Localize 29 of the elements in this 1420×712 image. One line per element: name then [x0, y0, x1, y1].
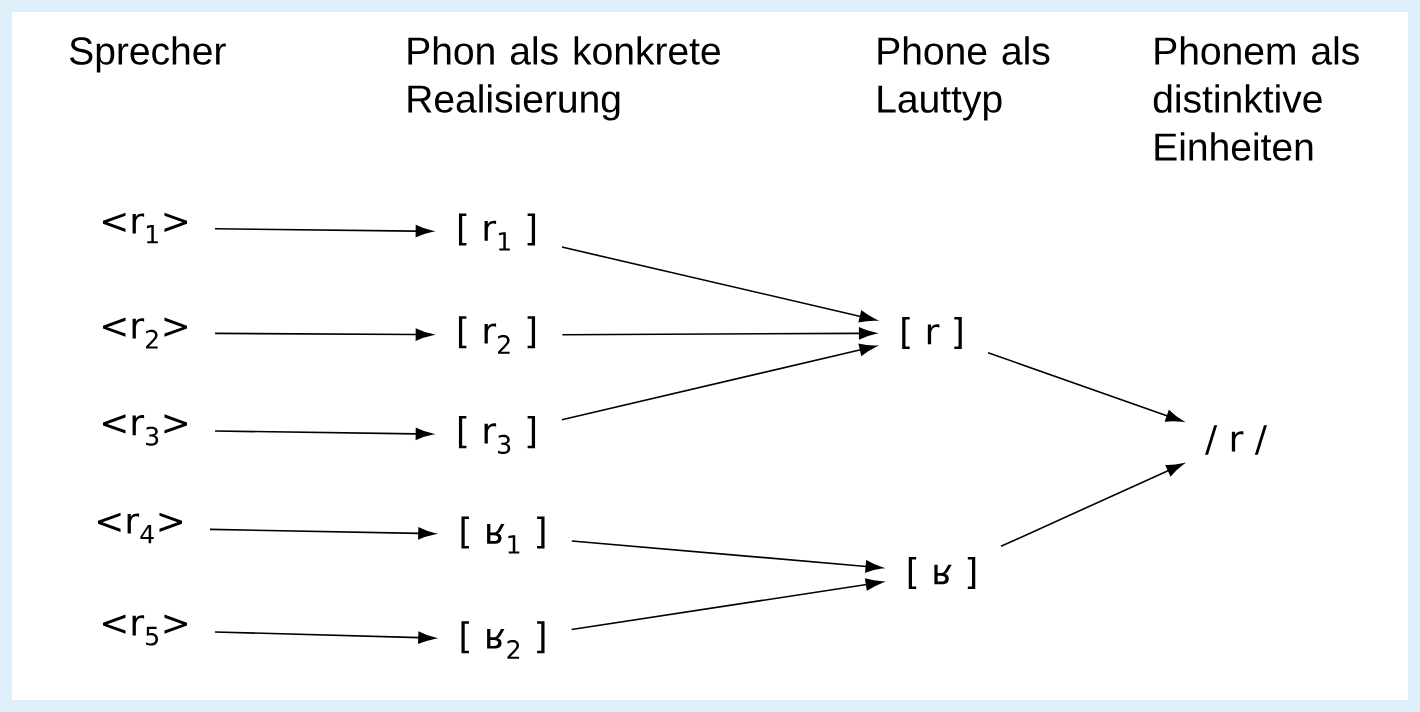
symbol-label: [ ʁ$_{2}$ ] — [461, 621, 545, 659]
arrow — [209, 527, 436, 540]
arrow — [561, 246, 877, 323]
arrow — [570, 578, 883, 631]
arrow — [214, 631, 436, 644]
symbol-label: [ ʁ ] — [908, 556, 976, 590]
symbol-label: <r$_{5}$> — [103, 614, 187, 646]
symbol-label: [ r$_{3}$ ] — [458, 416, 536, 454]
symbol-label: / r / — [1205, 425, 1267, 455]
arrow — [214, 427, 433, 440]
arrow — [561, 327, 876, 340]
column-heading: Phonem als distinktive Einheiten — [1153, 36, 1359, 161]
symbol-label: <r$_{1}$> — [103, 212, 187, 244]
column-heading: Phon als konkrete Realisierung — [408, 36, 720, 121]
symbol-label: [ r ] — [902, 316, 962, 350]
arrow — [570, 540, 883, 573]
symbol-label: <r$_{4}$> — [98, 512, 182, 544]
arrow — [1000, 463, 1184, 548]
symbol-label: <r$_{3}$> — [103, 414, 187, 446]
column-heading: Sprecher — [70, 36, 226, 73]
arrow — [214, 225, 433, 238]
arrow — [987, 351, 1183, 422]
symbol-label: [ r$_{2}$ ] — [458, 316, 536, 354]
symbol-label: [ ʁ$_{1}$ ] — [461, 516, 545, 554]
arrow — [214, 328, 433, 341]
symbol-label: <r$_{2}$> — [103, 317, 187, 349]
symbol-label: [ r$_{1}$ ] — [458, 213, 536, 251]
column-heading: Phone als Lauttyp — [878, 36, 1050, 121]
arrow — [561, 343, 877, 421]
